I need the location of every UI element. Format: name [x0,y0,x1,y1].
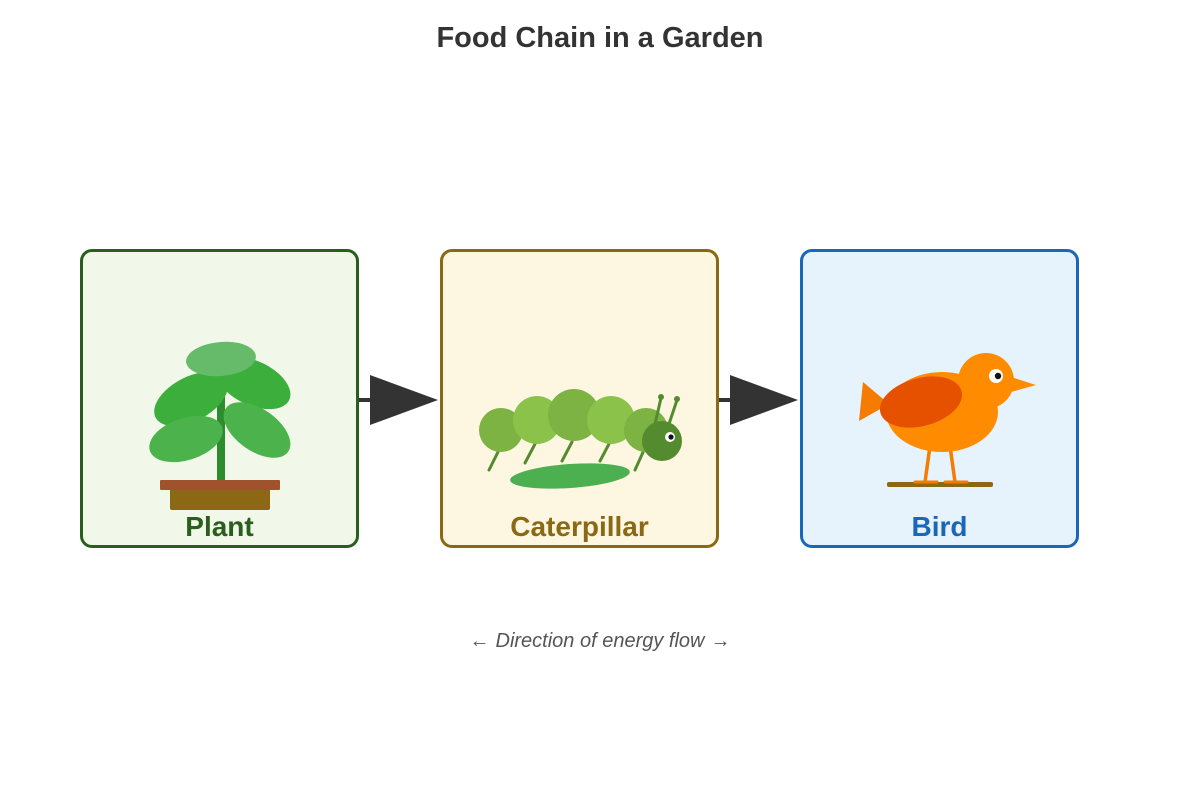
arrow-plant-to-caterpillar [359,375,438,425]
arrow-caterpillar-to-bird [719,375,798,425]
energy-flow-caption: ←Direction of energy flow→ [0,630,1200,653]
bird-icon [859,353,1036,487]
node-label-plant: Plant [185,511,254,542]
left-arrow-icon: ← [469,630,490,652]
node-caterpillar: Caterpillar [440,249,719,548]
node-label-caterpillar: Caterpillar [510,511,649,542]
node-plant: Plant [80,249,359,548]
caterpillar-icon [479,389,682,489]
energy-flow-text: Direction of energy flow [495,630,705,652]
diagram-title: Food Chain in a Garden [436,22,764,54]
right-arrow-icon: → [710,630,731,652]
potted-plant-icon [149,341,291,510]
node-bird: Bird [800,249,1079,548]
node-label-bird: Bird [911,511,968,542]
